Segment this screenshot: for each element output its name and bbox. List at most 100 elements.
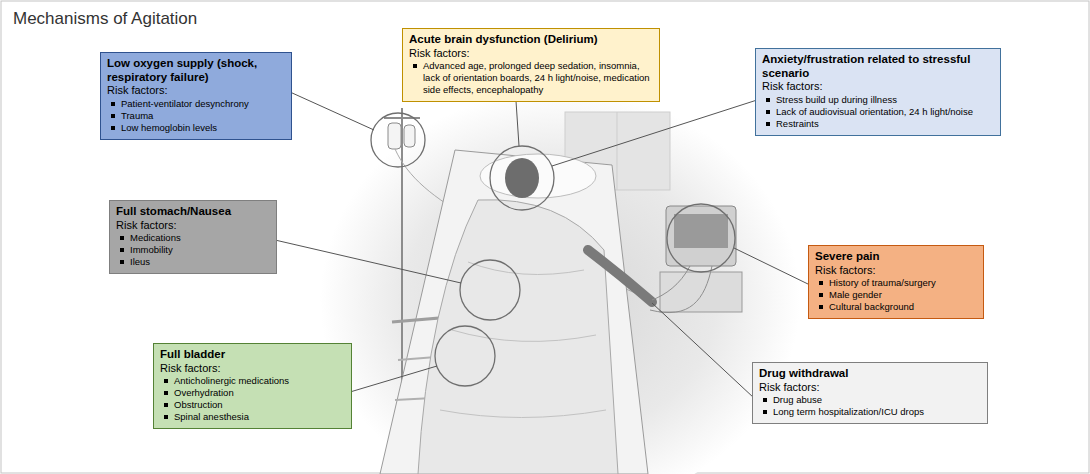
risk-label: Risk factors: [815, 264, 876, 276]
bullet-item: Ileus [116, 256, 270, 268]
bullet-marker [164, 391, 168, 395]
risk-factor: Low hemoglobin levels [121, 122, 217, 134]
bullet-item: Male gender [815, 289, 977, 301]
risk-label: Risk factors: [116, 219, 177, 231]
risk-label: Risk factors: [116, 219, 270, 233]
highlight-circle [490, 146, 554, 210]
bullet-item: Overhydration [160, 387, 345, 399]
box-heading: Low oxygen supply (shock, respiratory fa… [107, 57, 257, 83]
box-heading: Full stomach/Nausea [116, 205, 270, 219]
risk-label: Risk factors: [160, 362, 345, 376]
bullet-item: Lack of audiovisual orientation, 24 h li… [762, 106, 994, 118]
risk-factor-box: Full stomach/NauseaRisk factors:Medicati… [109, 200, 277, 274]
bullet-item: Anticholinergic medications [160, 375, 345, 387]
risk-factor-box: Anxiety/frustration related to stressful… [755, 48, 1001, 136]
patient [480, 154, 596, 198]
box-heading: Drug withdrawal [759, 367, 848, 379]
risk-factor: Drug abuse [773, 394, 822, 406]
leader-line [652, 303, 754, 398]
bullet-item: Advanced age, prolonged deep sedation, i… [409, 60, 653, 96]
highlight-circle [371, 113, 425, 167]
bullet-marker [111, 114, 115, 118]
iv-pole [401, 108, 403, 420]
leader-line [275, 86, 810, 398]
risk-factor: Obstruction [174, 399, 223, 411]
box-heading: Full bladder [160, 348, 345, 362]
bullet-marker [819, 281, 823, 285]
risk-label: Risk factors: [107, 84, 168, 96]
bullet-item: History of trauma/surgery [815, 277, 977, 289]
iv-pole [404, 125, 415, 147]
risk-factor: Medications [130, 232, 181, 244]
bullet-item: Medications [116, 232, 270, 244]
risk-factor: Long term hospitalization/ICU drops [773, 406, 924, 418]
risk-label: Risk factors: [762, 80, 994, 94]
bullet-item: Obstruction [160, 399, 345, 411]
box-heading: Full stomach/Nausea [116, 205, 231, 217]
bullet-item: Restraints [762, 118, 994, 130]
bullet-item: Spinal anesthesia [160, 411, 345, 423]
patient [440, 410, 606, 418]
risk-label: Risk factors: [759, 381, 981, 395]
patient [418, 200, 618, 474]
patient [505, 158, 539, 198]
risk-factor-box: Acute brain dysfunction (Delirium) Risk f… [402, 28, 660, 102]
monitor-equipment [650, 266, 712, 313]
box-heading: Drug withdrawal [759, 367, 981, 381]
risk-factor: Anticholinergic medications [174, 375, 289, 387]
bullet-marker [763, 410, 767, 414]
patient [468, 262, 584, 275]
risk-factor: Stress build up during illness [776, 94, 897, 106]
risk-factor-box: Full bladderRisk factors:Anticholinergic… [153, 343, 352, 429]
leader-line [552, 100, 757, 166]
risk-label: Risk factors: [107, 84, 285, 98]
box-heading: Acute brain dysfunction (Delirium) [409, 33, 598, 45]
bullet-item: Stress build up during illness [762, 94, 994, 106]
bullet-marker [164, 403, 168, 407]
box-heading: Full bladder [160, 348, 225, 360]
bullet-item: Patient-ventilator desynchrony [107, 98, 285, 110]
box-heading: Severe pain [815, 250, 977, 264]
highlight-circle [667, 204, 735, 272]
bullet-marker [766, 98, 770, 102]
bullet-marker [120, 260, 124, 264]
bullet-marker [413, 64, 417, 68]
diagram-title: Mechanisms of Agitation [13, 9, 197, 29]
risk-factor: Overhydration [174, 387, 234, 399]
leader-line [734, 248, 810, 285]
box-heading: Low oxygen supply (shock, respiratory fa… [107, 57, 285, 84]
box-heading: Anxiety/frustration related to stressful… [762, 53, 994, 80]
leader-line [290, 92, 374, 130]
bullet-item: Immobility [116, 244, 270, 256]
monitor-equipment [660, 272, 742, 312]
box-heading: Acute brain dysfunction (Delirium) [409, 33, 653, 47]
risk-factor-box: Low oxygen supply (shock, respiratory fa… [100, 52, 292, 140]
bullet-item: Drug abuse [759, 394, 981, 406]
risk-label: Risk factors: [160, 362, 221, 374]
bullet-item: Long term hospitalization/ICU drops [759, 406, 981, 418]
patient [452, 330, 596, 341]
bullet-marker [763, 398, 767, 402]
risk-factor: Lack of audiovisual orientation, 24 h li… [776, 106, 973, 118]
bullet-item: Low hemoglobin levels [107, 122, 285, 134]
risk-factor: Male gender [829, 289, 882, 301]
hospital-bed [380, 150, 648, 474]
box-heading: Severe pain [815, 250, 880, 262]
risk-factor: Spinal anesthesia [174, 411, 249, 423]
risk-label: Risk factors: [409, 47, 470, 59]
iv-pole [388, 123, 401, 149]
hospital-bed [380, 150, 648, 474]
room-wall [617, 112, 618, 190]
patient [588, 250, 652, 302]
risk-factor-box: Severe painRisk factors:History of traum… [808, 245, 984, 319]
photo-background [320, 90, 800, 474]
bullet-marker [111, 102, 115, 106]
leader-line [350, 366, 437, 392]
bullet-marker [164, 379, 168, 383]
bullet-item: Trauma [107, 110, 285, 122]
highlight-circle [460, 260, 520, 320]
monitor-equipment [652, 266, 690, 300]
bullet-marker [120, 236, 124, 240]
highlight-circle [435, 326, 495, 386]
bullet-marker [164, 415, 168, 419]
